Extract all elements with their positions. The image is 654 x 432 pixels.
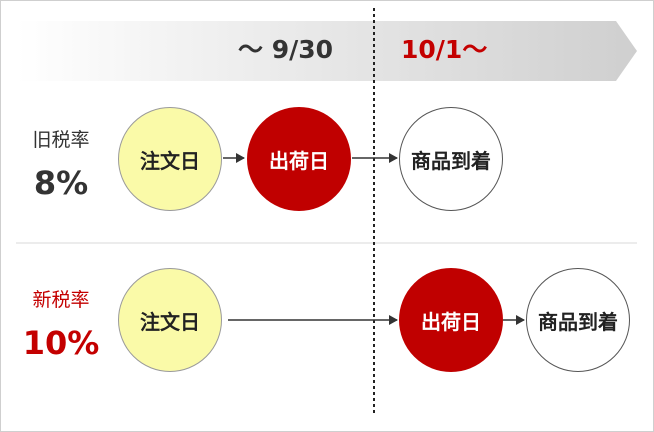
timeline-band-arrow: [16, 21, 637, 81]
new-arrival-circle: 商品到着: [526, 268, 630, 372]
new-order-date-circle: 注文日: [118, 268, 222, 372]
old-arrival-circle: 商品到着: [399, 107, 503, 211]
old-period-label: ～ 9/30: [238, 35, 334, 64]
new-rate-value: 10%: [22, 324, 100, 362]
old-rate-value: 8%: [33, 164, 89, 202]
new-ship-date-circle: 出荷日: [399, 268, 503, 372]
new-rate-name: 新税率: [32, 289, 90, 311]
old-rate-name: 旧税率: [32, 129, 90, 151]
old-ship-date-circle: 出荷日: [247, 107, 351, 211]
new-period-label: 10/1～: [401, 35, 488, 64]
old-order-date-circle: 注文日: [118, 107, 222, 211]
